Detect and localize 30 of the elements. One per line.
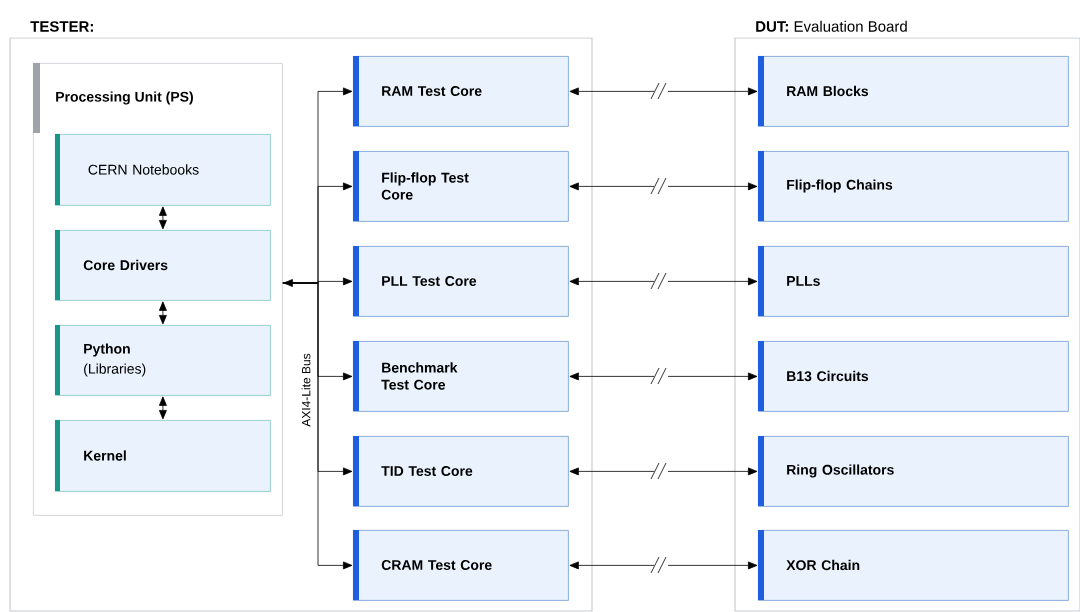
arrow: [569, 82, 758, 100]
arrow: [159, 206, 167, 230]
block-box: RAM Blocks: [758, 56, 1069, 127]
arrow: [283, 277, 353, 287]
arrow: [282, 282, 353, 570]
bus-label: AXI4-Lite Bus: [300, 352, 312, 428]
arrow: [569, 462, 758, 480]
core-box: Flip-flop Test Core: [353, 151, 569, 222]
software-layer-box: CERN Notebooks: [55, 134, 271, 206]
software-layer-box: Core Drivers: [55, 230, 271, 301]
block-box: B13 Circuits: [758, 341, 1069, 412]
software-layer-box: Python (Libraries): [55, 325, 271, 396]
arrow: [159, 301, 167, 325]
block-box: XOR Chain: [758, 530, 1069, 601]
block-box: Ring Oscillators: [758, 436, 1069, 507]
core-box: TID Test Core: [353, 436, 569, 507]
core-box: RAM Test Core: [353, 56, 569, 127]
core-box: PLL Test Core: [353, 246, 569, 317]
block-box: PLLs: [758, 246, 1069, 317]
node-label: TESTER:: [30, 21, 93, 32]
core-box: Benchmark Test Core: [353, 341, 569, 412]
software-layer-box: Kernel: [55, 420, 271, 492]
arrow: [159, 396, 167, 420]
arrow: [569, 272, 758, 290]
arrow: [569, 177, 758, 195]
block-box: Flip-flop Chains: [758, 151, 1069, 222]
core-box: CRAM Test Core: [353, 530, 569, 601]
arrow: [569, 556, 758, 574]
arrow: [569, 367, 758, 385]
node-label: DUT: Evaluation Board: [756, 20, 907, 32]
